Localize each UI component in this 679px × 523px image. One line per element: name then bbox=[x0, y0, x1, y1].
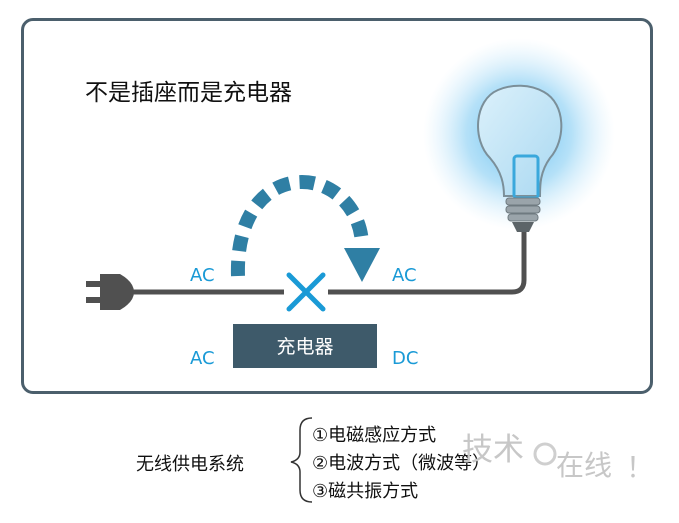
charger-box bbox=[233, 324, 377, 368]
output-cable bbox=[328, 232, 527, 295]
arc-arrow-icon bbox=[230, 174, 380, 282]
plug-icon bbox=[86, 274, 134, 310]
page-title: 不是插座而是充电器 bbox=[85, 80, 292, 106]
light-bulb-icon bbox=[477, 84, 563, 232]
watermark-part3: ！ bbox=[626, 451, 655, 484]
system-item-3: ③磁共振方式 bbox=[312, 481, 419, 502]
ac-label-input-bottom: AC bbox=[190, 348, 215, 369]
charger-box-label: 充电器 bbox=[276, 336, 333, 358]
ac-label-input-top: AC bbox=[190, 265, 215, 286]
system-item-2: ②电波方式（微波等） bbox=[312, 453, 491, 474]
watermark-part1: 技术 bbox=[462, 432, 524, 468]
cross-icon bbox=[286, 272, 326, 312]
watermark-part2: 在线 bbox=[556, 449, 613, 482]
ac-label-output-top: AC bbox=[392, 265, 417, 286]
watermark-ring bbox=[533, 442, 557, 466]
system-item-1: ①电磁感应方式 bbox=[312, 425, 437, 446]
dc-label-output-bottom: DC bbox=[392, 348, 418, 369]
brace-icon bbox=[290, 417, 313, 503]
system-heading: 无线供电系统 bbox=[136, 454, 244, 475]
